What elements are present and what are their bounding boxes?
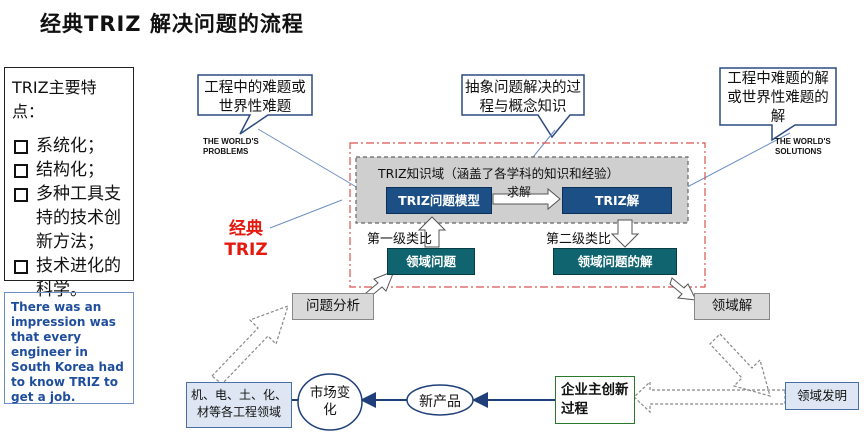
impression-note: There was an impression was that every e… (4, 292, 134, 404)
checkbox-icon (14, 164, 28, 178)
problems-label-line: THE WORLD'S (203, 137, 259, 146)
solve-arrow (492, 187, 561, 211)
invention-to-enterprise-arrow (633, 380, 786, 414)
feature-text: 结构化； (36, 160, 104, 180)
solve-label: 求解 (507, 185, 532, 199)
right-pointer-line (671, 132, 791, 196)
domain-to-invention-arrow (709, 333, 771, 397)
checkbox-icon (14, 260, 28, 274)
classic-triz-label: 经典TRIZ (224, 219, 268, 260)
left-callout-shape (197, 74, 313, 135)
triz-solution-box: TRIZ解 (562, 187, 672, 214)
problems-label-line: PROBLEMS (203, 147, 249, 156)
new-product-ellipse (406, 384, 474, 416)
problems-label: THE WORLD'S PROBLEMS (203, 137, 259, 157)
problem-analysis-box: 问题分析 (292, 293, 374, 320)
market-ellipse (297, 373, 363, 431)
solutions-label: THE WORLD'S SOLUTIONS (775, 137, 831, 157)
analogy2-arrow (610, 219, 640, 248)
triz-model-box: TRIZ问题模型 (386, 187, 492, 214)
engineering-fields-box: 机、电、土、化、材等各工程领域 (186, 382, 292, 428)
analogy2-label: 第二级类比 (546, 232, 612, 247)
domain-solution-box: 领域解 (694, 293, 770, 320)
right-callout-shape (719, 67, 837, 142)
feature-item: 技术进化的科学。 (12, 254, 126, 302)
feature-item: 系统化； (12, 134, 126, 158)
enterprise-innovation-box: 企业主创新过程 (555, 376, 635, 424)
middle-callout-text: 抽象问题解决的过程与概念知识 (465, 80, 581, 115)
right-callout-text: 工程中难题的解或世界性难题的解 (727, 71, 829, 125)
page-title: 经典TRIZ 解决问题的流程 (40, 12, 304, 36)
left-callout-text: 工程中的难题或世界性难题 (204, 80, 306, 115)
feature-text: 多种工具支持的技术创新方法； (36, 184, 121, 252)
features-panel: TRIZ主要特点： 系统化； 结构化； 多种工具支持的技术创新方法； 技术进化的… (4, 67, 134, 300)
classic-pointer-line (269, 199, 343, 229)
market-change-text: 市场变化 (309, 385, 351, 418)
checkbox-icon (14, 140, 28, 154)
solutions-label-line: SOLUTIONS (775, 147, 822, 156)
feature-item: 结构化； (12, 158, 126, 182)
middle-callout-shape (461, 74, 585, 139)
solutions-label-line: THE WORLD'S (775, 137, 831, 146)
features-title: TRIZ主要特点： (12, 78, 97, 121)
analogy1-arrow (417, 216, 447, 248)
classic-triz-frame (349, 142, 706, 288)
left-pointer-line (257, 128, 371, 196)
analogy1-label: 第一级类比 (367, 232, 433, 247)
feature-item: 多种工具支持的技术创新方法； (12, 182, 126, 254)
feature-text: 技术进化的科学。 (36, 256, 121, 300)
checkbox-icon (14, 188, 28, 202)
domain-solution-arrow (669, 277, 697, 301)
domain-problem-solution-box: 领域问题的解 (553, 248, 677, 275)
new-product-text: 新产品 (419, 394, 461, 410)
domain-problem-box: 领域问题 (387, 248, 475, 275)
fields-to-analysis-arrow (211, 305, 289, 385)
knowledge-domain-label: TRIZ知识域（涵盖了各学科的知识和经验） (378, 166, 620, 181)
feature-text: 系统化； (36, 136, 104, 156)
domain-invention-box: 领域发明 (785, 382, 859, 410)
